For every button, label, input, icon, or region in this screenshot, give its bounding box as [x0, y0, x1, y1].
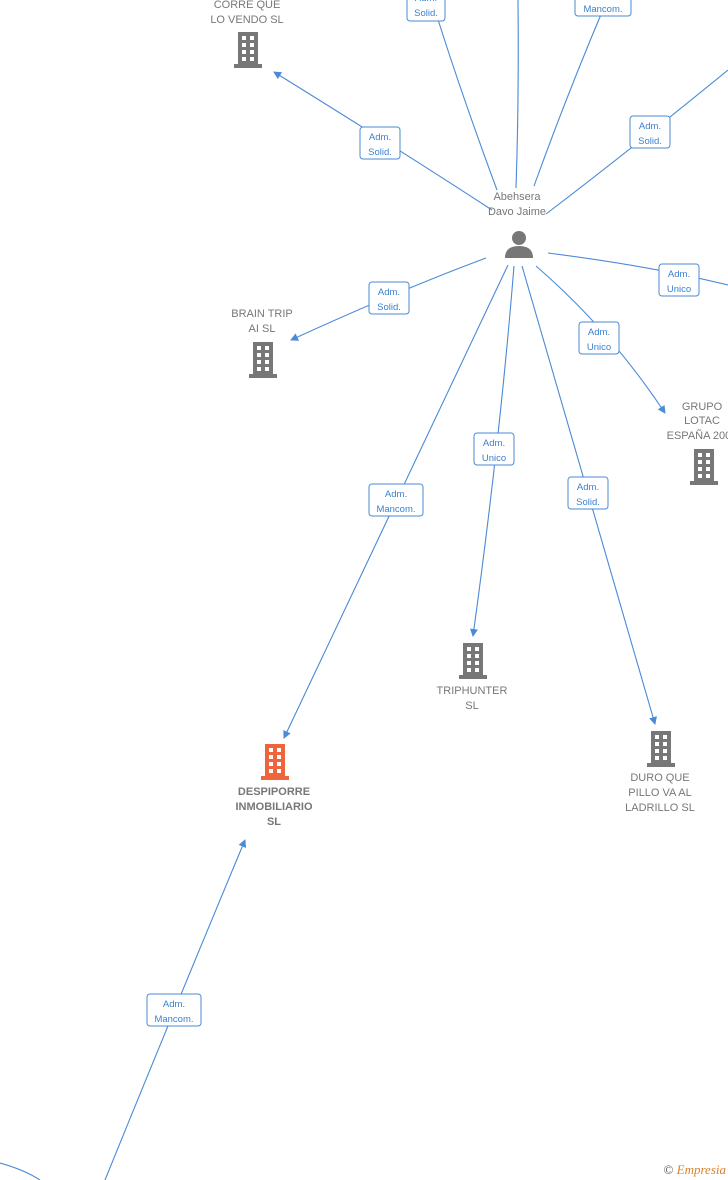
edge-label-line: Adm. [378, 287, 400, 298]
footer-credit: © Empresia [664, 1162, 727, 1178]
edge-label-line: Solid. [576, 497, 600, 508]
company-node-triphunter[interactable]: TRIPHUNTER SL [437, 643, 508, 712]
edge-labels: Adm.Solid.Adm.Solid.Mancom.Adm.Solid.Adm… [146, 0, 700, 1027]
person-node[interactable]: Abehsera Davo Jaime [488, 191, 546, 258]
company-label: LOTAC [684, 415, 720, 427]
company-node-corre[interactable]: CORRE QUE LO VENDO SL [210, 0, 284, 68]
company-label: DURO QUE [630, 772, 689, 784]
building-icon [261, 744, 289, 780]
company-label: LADRILLO SL [625, 802, 695, 814]
edge-label-duro[interactable]: Adm. Solid. [567, 476, 609, 510]
edge-label-line: Mancom. [583, 4, 622, 15]
person-label-line-2: Davo Jaime [488, 206, 546, 218]
company-label: SL [465, 700, 478, 712]
edge-label-corre[interactable]: Adm. Solid. [359, 126, 401, 160]
edge-label-line: Solid. [414, 8, 438, 19]
edge-label-box [406, 0, 446, 22]
edge-label-line: Mancom. [154, 1014, 193, 1025]
edge-label-line: Adm. [385, 489, 407, 500]
company-label: PILLO VA AL [628, 787, 691, 799]
edge-label-line: Adm. [639, 121, 661, 132]
company-label: TRIPHUNTER [437, 685, 508, 697]
company-label: ESPAÑA 2000 [667, 429, 728, 442]
copyright-symbol: © [663, 1162, 674, 1177]
edge-label-box [629, 115, 671, 149]
edge-label-right[interactable]: Adm. Unico [658, 263, 700, 297]
edge-label-box [567, 476, 609, 510]
company-label: BRAIN TRIP [231, 308, 293, 320]
edge-label-bottom[interactable]: Adm. Mancom. [146, 993, 202, 1027]
building-icon [234, 32, 262, 68]
edge-label-desp[interactable]: Adm. Mancom. [368, 483, 424, 517]
company-label: CORRE QUE [214, 0, 281, 11]
edge-label-line: Solid. [638, 136, 662, 147]
edge-label-box [658, 263, 700, 297]
edge-label-line: Adm. [577, 482, 599, 493]
edge-label-line: Adm. [415, 0, 437, 4]
company-label: INMOBILIARIO [236, 801, 313, 813]
edge-label-box [368, 483, 424, 517]
edge-label-line: Unico [667, 284, 691, 295]
edge-label-box [368, 281, 410, 315]
company-node-grupo[interactable]: GRUPO LOTAC ESPAÑA 2000 [667, 401, 728, 485]
company-node-duro[interactable]: DURO QUE PILLO VA AL LADRILLO SL [625, 731, 695, 814]
edge-label-top1[interactable]: Adm. Solid. [406, 0, 446, 22]
edge-label-box [359, 126, 401, 160]
edge-top1 [434, 9, 498, 191]
edge-label-line: Mancom. [376, 504, 415, 515]
empresia-logo[interactable]: Empresia [676, 1162, 726, 1177]
edge-label-line: Unico [482, 453, 506, 464]
edge-label-box [574, 0, 632, 17]
edge-label-line: Solid. [377, 302, 401, 313]
edge-right [547, 252, 728, 286]
company-label: DESPIPORRE [238, 786, 310, 798]
building-icon [647, 731, 675, 767]
edge-label-brain[interactable]: Adm. Solid. [368, 281, 410, 315]
edge-label-line: Unico [587, 342, 611, 353]
edge-label-top2[interactable]: Mancom. [574, 0, 632, 17]
edge-label-line: Adm. [483, 438, 505, 449]
edge-label-grupo[interactable]: Adm. Unico [578, 321, 620, 355]
edge-label-top3[interactable]: Adm. Solid. [629, 115, 671, 149]
edge-label-line: Adm. [668, 269, 690, 280]
edge-label-box [578, 321, 620, 355]
person-icon [505, 231, 533, 258]
building-icon [459, 643, 487, 679]
building-icon [249, 342, 277, 378]
company-node-brain[interactable]: BRAIN TRIP AI SL [231, 308, 293, 378]
edge-label-line: Adm. [163, 999, 185, 1010]
edge-label-line: Adm. [369, 132, 391, 143]
person-label-line-1: Abehsera [493, 191, 541, 203]
edge-top-center [515, 0, 519, 189]
building-icon [690, 449, 718, 485]
edge-label-box [473, 432, 515, 466]
company-label: SL [267, 816, 281, 828]
companies: CORRE QUE LO VENDO SL BRAIN TRIP AI SL G… [210, 0, 728, 828]
company-label: LO VENDO SL [210, 14, 283, 26]
edge-label-box [146, 993, 202, 1027]
edge-duro [521, 265, 657, 725]
edge-label-trip[interactable]: Adm. Unico [473, 432, 515, 466]
company-label: AI SL [249, 323, 276, 335]
company-label: GRUPO [682, 401, 723, 413]
edge-label-line: Solid. [368, 147, 392, 158]
company-node-despiporre[interactable]: DESPIPORRE INMOBILIARIO SL [236, 744, 313, 828]
edge-top2 [533, 11, 603, 187]
edge-label-line: Adm. [588, 327, 610, 338]
edge-bottom-left [0, 1162, 41, 1180]
